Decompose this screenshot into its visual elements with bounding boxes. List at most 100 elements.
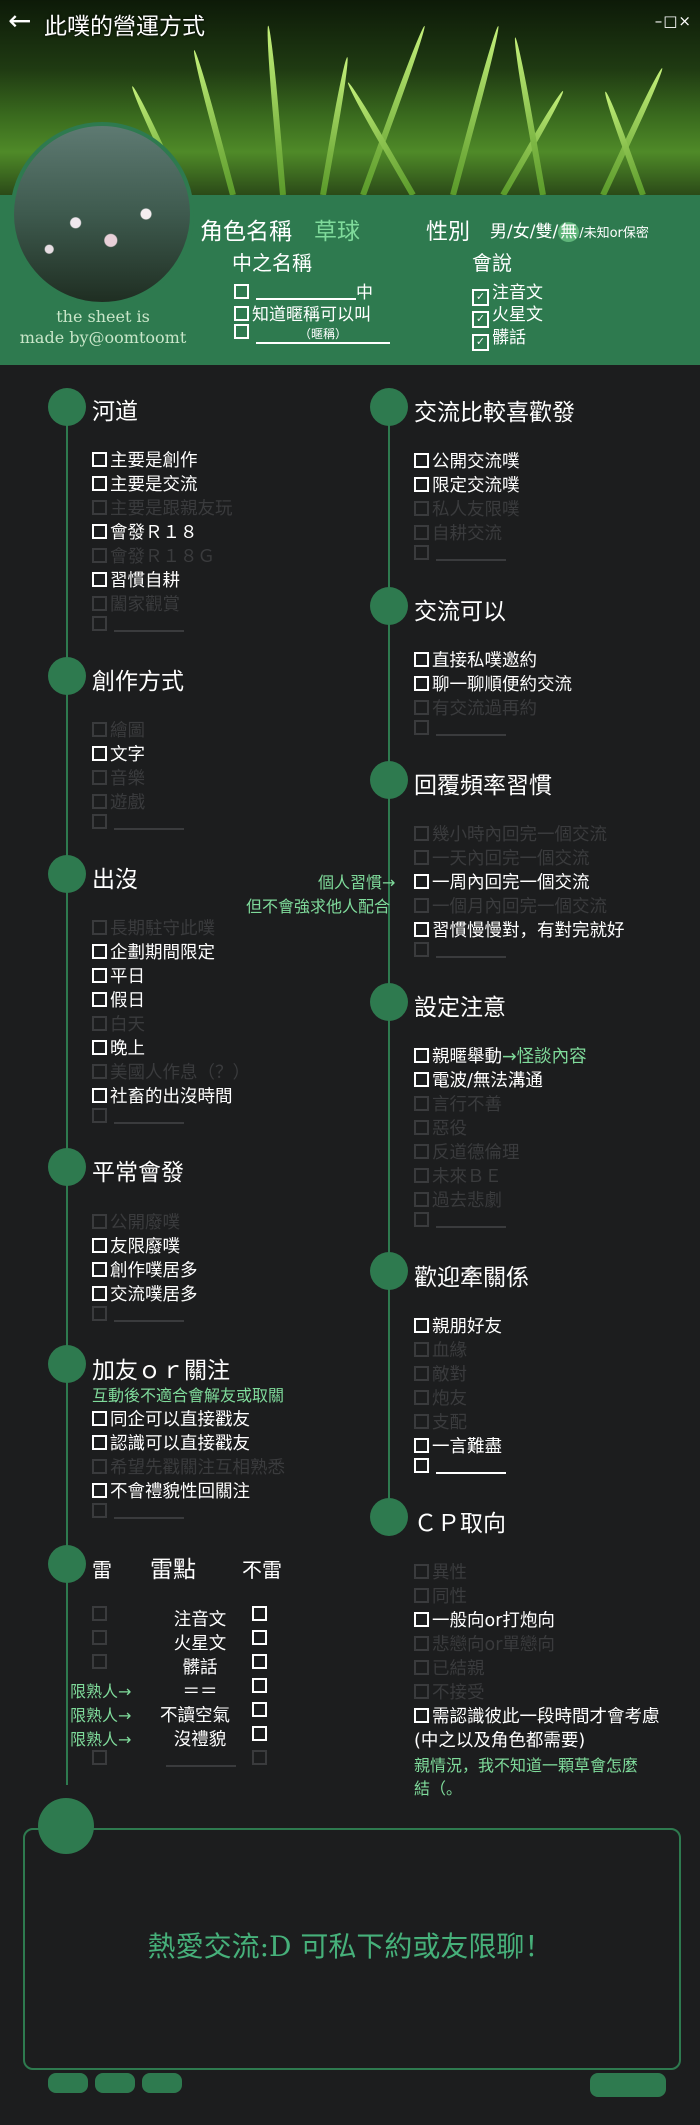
option[interactable]: 一言難盡 xyxy=(414,1433,502,1458)
option[interactable]: 反道德倫理 xyxy=(414,1139,520,1164)
option[interactable]: 悲戀向or單戀向 xyxy=(414,1631,555,1656)
option[interactable]: 炮友 xyxy=(414,1385,467,1410)
option[interactable]: 假日 xyxy=(92,987,145,1012)
option-blank[interactable] xyxy=(92,1305,184,1325)
page-title: 此噗的營運方式 xyxy=(44,14,205,40)
thunder-row[interactable] xyxy=(252,1630,267,1650)
section-dot xyxy=(370,1498,408,1536)
thunder-row[interactable] xyxy=(252,1678,267,1698)
section-title-chat: 交流比較喜歡發 xyxy=(414,400,575,426)
reply-note-2: 但不會強求他人配合 xyxy=(246,897,391,916)
option[interactable]: 繪圖 xyxy=(92,717,145,742)
window-controls[interactable]: –□× xyxy=(654,12,692,30)
option-blank[interactable] xyxy=(414,941,506,961)
option[interactable]: 文字 xyxy=(92,741,145,766)
nav-pill-2[interactable] xyxy=(95,2073,135,2093)
option[interactable]: 一般向or打炮向 xyxy=(414,1607,555,1632)
option[interactable]: 平日 xyxy=(92,963,145,988)
lang-item[interactable]: ✓髒話 xyxy=(472,323,526,351)
option-blank[interactable] xyxy=(92,813,184,833)
option[interactable]: 幾小時內回完一個交流 xyxy=(414,821,607,846)
option[interactable]: 習慣自耕 xyxy=(92,567,180,592)
thunder-row[interactable] xyxy=(252,1654,267,1674)
option-blank[interactable] xyxy=(92,1107,184,1127)
thunder-row[interactable] xyxy=(252,1726,267,1746)
option[interactable]: 血緣 xyxy=(414,1337,467,1362)
option[interactable]: 闔家觀賞 xyxy=(92,591,180,616)
option[interactable]: 同企可以直接戳友 xyxy=(92,1406,250,1431)
option-blank[interactable] xyxy=(414,544,506,564)
option[interactable]: 美國人作息（？） xyxy=(92,1059,250,1084)
option-blank[interactable] xyxy=(92,1502,184,1522)
option[interactable]: 私人友限噗 xyxy=(414,496,520,521)
option[interactable]: 支配 xyxy=(414,1409,467,1434)
option[interactable]: 主要是跟親友玩 xyxy=(92,495,233,520)
option[interactable]: 未來ＢＥ xyxy=(414,1163,502,1188)
option[interactable]: 遊戲 xyxy=(92,789,145,814)
option-blank[interactable] xyxy=(414,1457,506,1477)
nav-pill-3[interactable] xyxy=(142,2073,182,2093)
nav-pill-1[interactable] xyxy=(48,2073,88,2093)
thunder-row[interactable] xyxy=(92,1750,107,1770)
option[interactable]: 企劃期間限定 xyxy=(92,939,215,964)
option[interactable]: 有交流過再約 xyxy=(414,695,537,720)
thunder-row[interactable] xyxy=(92,1606,107,1626)
lang-item[interactable]: ✓注音文 xyxy=(472,278,543,306)
option[interactable]: 長期駐守此噗 xyxy=(92,915,215,940)
option[interactable]: 親暱舉動→怪談內容 xyxy=(414,1043,587,1068)
option[interactable]: 公開廢噗 xyxy=(92,1209,180,1234)
option[interactable]: 已結親 xyxy=(414,1655,485,1680)
option[interactable]: 音樂 xyxy=(92,765,145,790)
option[interactable]: 社畜的出沒時間 xyxy=(92,1083,233,1108)
option[interactable]: 創作噗居多 xyxy=(92,1257,198,1282)
thunder-row[interactable] xyxy=(252,1606,267,1626)
option[interactable]: 異性 xyxy=(414,1559,467,1584)
option[interactable]: 電波/無法溝通 xyxy=(414,1067,543,1092)
option[interactable]: 主要是交流 xyxy=(92,471,198,496)
section-dot xyxy=(370,1252,408,1290)
option-blank[interactable] xyxy=(414,1211,506,1231)
option[interactable]: 親朋好友 xyxy=(414,1313,502,1338)
option[interactable]: 會發Ｒ１８ xyxy=(92,519,198,544)
option[interactable]: 同性 xyxy=(414,1583,467,1608)
option[interactable]: 需認識彼此一段時間才會考慮 xyxy=(414,1703,660,1728)
option[interactable]: 晚上 xyxy=(92,1035,145,1060)
nav-pill-right[interactable] xyxy=(590,2073,666,2097)
option[interactable]: 直接私噗邀約 xyxy=(414,647,537,672)
option[interactable]: 聊一聊順便約交流 xyxy=(414,671,572,696)
option[interactable]: 主要是創作 xyxy=(92,447,198,472)
checkbox[interactable] xyxy=(234,306,249,321)
thunder-row[interactable] xyxy=(252,1702,267,1722)
option-blank[interactable] xyxy=(414,719,506,739)
option[interactable]: 惡役 xyxy=(414,1115,467,1140)
option[interactable]: 習慣慢慢對，有對完就好 xyxy=(414,917,625,942)
back-arrow-icon[interactable]: ← xyxy=(8,4,32,37)
thunder-row[interactable] xyxy=(92,1630,107,1650)
thunder-blank[interactable] xyxy=(162,1750,236,1770)
option[interactable]: 不接受 xyxy=(414,1679,485,1704)
option[interactable]: 限定交流噗 xyxy=(414,472,520,497)
option[interactable]: 希望先戳關注互相熟悉 xyxy=(92,1454,285,1479)
option[interactable]: 過去悲劇 xyxy=(414,1187,502,1212)
lang-item[interactable]: ✓火星文 xyxy=(472,300,543,328)
option[interactable]: 認識可以直接戳友 xyxy=(92,1430,250,1455)
option[interactable]: 敵對 xyxy=(414,1361,467,1386)
option[interactable]: 會發Ｒ１８Ｇ xyxy=(92,543,215,568)
option[interactable]: 一個月內回完一個交流 xyxy=(414,893,607,918)
option[interactable]: 一天內回完一個交流 xyxy=(414,845,590,870)
option[interactable]: 不會禮貌性回關注 xyxy=(92,1478,250,1503)
gender-selected[interactable]: 無 xyxy=(558,222,580,242)
option[interactable]: 自耕交流 xyxy=(414,520,502,545)
thunder-row[interactable] xyxy=(252,1750,267,1770)
checkbox[interactable] xyxy=(234,284,249,299)
checkbox[interactable] xyxy=(234,324,249,339)
option[interactable]: 一周內回完一個交流 xyxy=(414,869,590,894)
thunder-col-2: 雷點 xyxy=(150,1557,196,1583)
option[interactable]: 言行不善 xyxy=(414,1091,502,1116)
thunder-row[interactable] xyxy=(92,1654,107,1674)
option[interactable]: 白天 xyxy=(92,1011,145,1036)
option[interactable]: 交流噗居多 xyxy=(92,1281,198,1306)
option[interactable]: 公開交流噗 xyxy=(414,448,520,473)
option-blank[interactable] xyxy=(92,615,184,635)
option[interactable]: 友限廢噗 xyxy=(92,1233,180,1258)
